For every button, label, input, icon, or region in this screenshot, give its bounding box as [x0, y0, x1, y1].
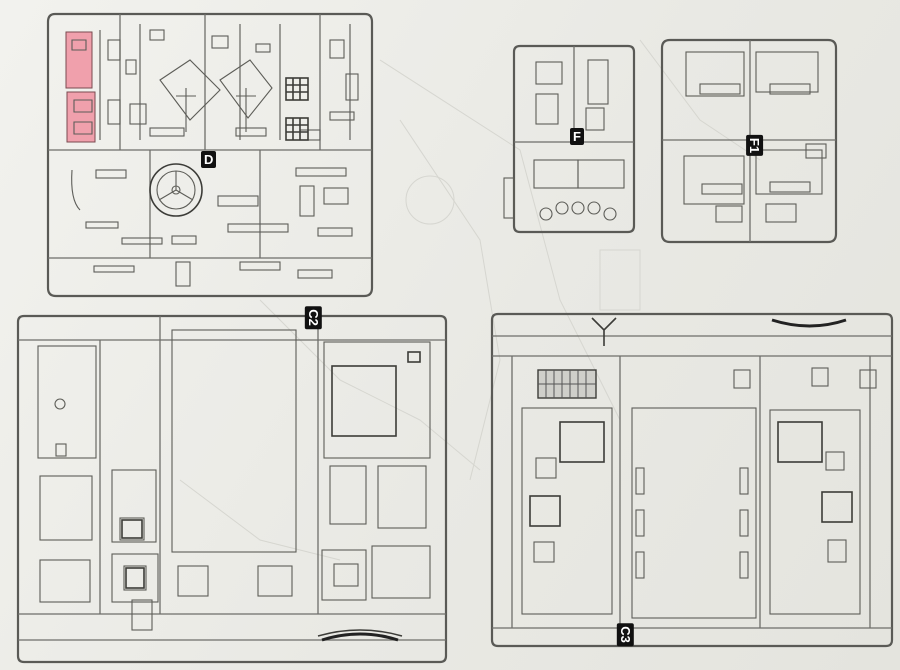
sprue-c2: [16, 314, 448, 664]
sprue-label-f1: F1: [746, 134, 764, 157]
leaf-spring-part: [131, 599, 403, 642]
steering-wheel-part: [149, 163, 203, 217]
highlighted-part-d1: [65, 31, 93, 89]
sprue-d: [46, 12, 374, 298]
radiator-grille-part: [537, 369, 597, 399]
leaf-spring-part: [591, 317, 847, 346]
sprue-label-c2: C2: [304, 306, 322, 329]
grille-part: [285, 77, 309, 141]
sprue-label-d: D: [201, 151, 217, 168]
background-assembly-drawing: [179, 39, 761, 561]
sprue-label-f: F: [570, 128, 584, 145]
sprue-c3: [490, 312, 894, 648]
sprue-f: [503, 44, 636, 234]
sprue-label-c3: C3: [616, 623, 634, 646]
